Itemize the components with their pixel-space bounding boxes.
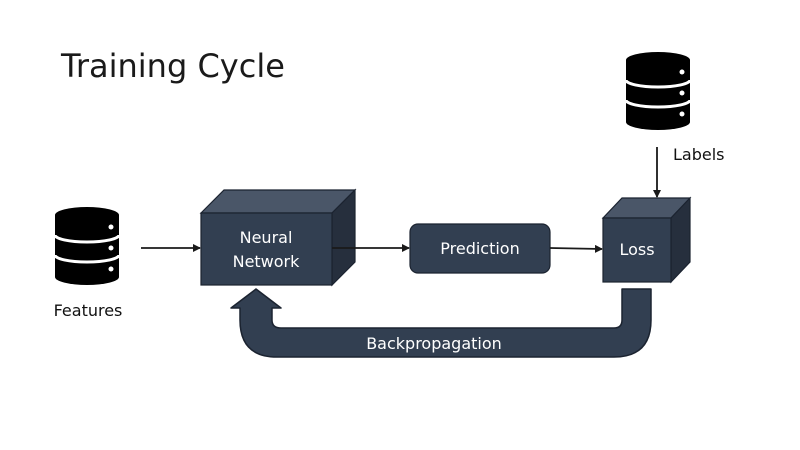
neural-network-label-line2: Network bbox=[233, 252, 301, 271]
labels-node: Labels bbox=[624, 50, 725, 164]
loss-box: Loss bbox=[601, 196, 692, 284]
prediction-to-loss-arrow bbox=[549, 244, 603, 253]
neural-network-box: Neural Network bbox=[199, 188, 357, 287]
backpropagation-label: Backpropagation bbox=[366, 334, 502, 353]
neural-network-label-line1: Neural bbox=[240, 228, 293, 247]
features-label: Features bbox=[54, 301, 123, 320]
backpropagation-arrow bbox=[230, 288, 652, 358]
database-icon bbox=[624, 50, 692, 132]
prediction-box: Prediction bbox=[409, 223, 551, 274]
database-icon bbox=[53, 205, 121, 287]
page-title: Training Cycle bbox=[60, 47, 285, 85]
prediction-label: Prediction bbox=[440, 239, 519, 258]
features-node: Features bbox=[53, 205, 123, 320]
labels-label: Labels bbox=[673, 145, 725, 164]
loss-label: Loss bbox=[619, 240, 654, 259]
